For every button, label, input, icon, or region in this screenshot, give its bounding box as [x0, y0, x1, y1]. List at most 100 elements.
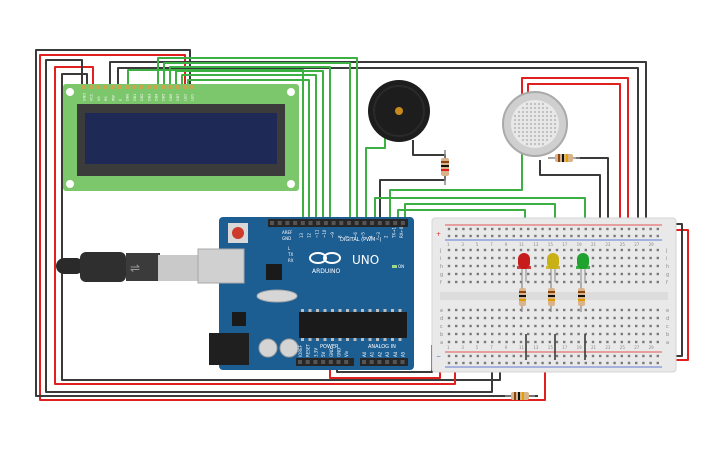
- breadboard-hole[interactable]: [656, 248, 659, 252]
- breadboard-hole[interactable]: [642, 361, 645, 365]
- breadboard-hole[interactable]: [512, 234, 515, 238]
- breadboard-hole[interactable]: [599, 354, 602, 358]
- breadboard-hole[interactable]: [649, 280, 652, 284]
- breadboard-hole[interactable]: [505, 234, 508, 238]
- breadboard-hole[interactable]: [555, 227, 559, 231]
- breadboard-hole[interactable]: [498, 280, 501, 284]
- breadboard-hole[interactable]: [620, 256, 623, 260]
- breadboard-hole[interactable]: [627, 227, 631, 231]
- lcd-pin[interactable]: [168, 85, 173, 89]
- breadboard-hole[interactable]: [491, 308, 494, 312]
- breadboard-hole[interactable]: [584, 227, 587, 231]
- breadboard-hole[interactable]: [577, 234, 580, 238]
- gas-sensor[interactable]: [502, 91, 568, 157]
- breadboard-hole[interactable]: [527, 308, 530, 312]
- breadboard-hole[interactable]: [476, 256, 479, 260]
- breadboard-hole[interactable]: [584, 308, 587, 312]
- breadboard-hole[interactable]: [455, 316, 458, 320]
- breadboard-hole[interactable]: [491, 256, 494, 260]
- breadboard-hole[interactable]: [591, 280, 595, 284]
- breadboard-hole[interactable]: [483, 234, 487, 238]
- breadboard-hole[interactable]: [491, 340, 494, 344]
- breadboard-hole[interactable]: [656, 280, 659, 284]
- breadboard-hole[interactable]: [505, 316, 508, 320]
- breadboard-hole[interactable]: [519, 354, 523, 358]
- breadboard-hole[interactable]: [462, 227, 465, 231]
- breadboard-hole[interactable]: [649, 316, 652, 320]
- header-hole[interactable]: [328, 360, 333, 364]
- breadboard-hole[interactable]: [527, 272, 530, 276]
- breadboard-hole[interactable]: [455, 272, 458, 276]
- header-hole[interactable]: [339, 221, 344, 225]
- breadboard-hole[interactable]: [577, 332, 580, 336]
- breadboard-hole[interactable]: [519, 340, 523, 344]
- header-hole[interactable]: [277, 221, 282, 225]
- breadboard-hole[interactable]: [656, 256, 659, 260]
- breadboard-hole[interactable]: [534, 354, 537, 358]
- breadboard-hole[interactable]: [512, 354, 515, 358]
- breadboard-hole[interactable]: [649, 234, 652, 238]
- breadboard-hole[interactable]: [649, 308, 652, 312]
- breadboard-hole[interactable]: [476, 316, 479, 320]
- breadboard-hole[interactable]: [570, 256, 573, 260]
- breadboard-hole[interactable]: [613, 248, 616, 252]
- breadboard-hole[interactable]: [591, 264, 595, 268]
- breadboard-hole[interactable]: [591, 316, 595, 320]
- breadboard-hole[interactable]: [656, 354, 659, 358]
- piezo-buzzer[interactable]: [368, 80, 430, 142]
- breadboard-hole[interactable]: [469, 324, 472, 328]
- breadboard-hole[interactable]: [512, 248, 515, 252]
- breadboard-hole[interactable]: [613, 264, 616, 268]
- breadboard-hole[interactable]: [555, 280, 559, 284]
- breadboard-hole[interactable]: [505, 332, 508, 336]
- breadboard-hole[interactable]: [469, 272, 472, 276]
- resistor-bottom[interactable]: [505, 392, 535, 400]
- breadboard-hole[interactable]: [627, 264, 631, 268]
- breadboard-hole[interactable]: [519, 324, 523, 328]
- breadboard-hole[interactable]: [627, 361, 631, 365]
- breadboard-hole[interactable]: [527, 248, 530, 252]
- breadboard-hole[interactable]: [649, 227, 652, 231]
- breadboard-hole[interactable]: [627, 308, 631, 312]
- breadboard-hole[interactable]: [491, 272, 494, 276]
- breadboard-hole[interactable]: [512, 340, 515, 344]
- breadboard-hole[interactable]: [527, 332, 530, 336]
- breadboard-hole[interactable]: [606, 248, 609, 252]
- breadboard-hole[interactable]: [613, 324, 616, 328]
- breadboard-hole[interactable]: [462, 316, 465, 320]
- breadboard-hole[interactable]: [599, 280, 602, 284]
- breadboard-hole[interactable]: [642, 280, 645, 284]
- lcd-pin[interactable]: [110, 85, 115, 89]
- breadboard-hole[interactable]: [599, 361, 602, 365]
- header-hole[interactable]: [344, 360, 349, 364]
- breadboard-hole[interactable]: [606, 361, 609, 365]
- breadboard-hole[interactable]: [512, 308, 515, 312]
- header-hole[interactable]: [362, 221, 367, 225]
- led-resistor[interactable]: [578, 282, 585, 312]
- lcd-pin[interactable]: [175, 85, 180, 89]
- breadboard-hole[interactable]: [627, 248, 631, 252]
- breadboard-hole[interactable]: [469, 280, 472, 284]
- breadboard-hole[interactable]: [447, 264, 451, 268]
- breadboard-hole[interactable]: [447, 332, 451, 336]
- breadboard-hole[interactable]: [483, 227, 487, 231]
- breadboard-hole[interactable]: [642, 264, 645, 268]
- breadboard-hole[interactable]: [548, 227, 551, 231]
- header-hole[interactable]: [313, 360, 318, 364]
- breadboard-hole[interactable]: [635, 324, 638, 328]
- breadboard-hole[interactable]: [627, 256, 631, 260]
- breadboard-hole[interactable]: [591, 227, 595, 231]
- lcd-pin[interactable]: [118, 85, 122, 89]
- breadboard-hole[interactable]: [455, 324, 458, 328]
- breadboard-hole[interactable]: [599, 227, 602, 231]
- breadboard-hole[interactable]: [642, 248, 645, 252]
- breadboard-hole[interactable]: [534, 332, 537, 336]
- breadboard-hole[interactable]: [570, 227, 573, 231]
- breadboard-hole[interactable]: [483, 264, 487, 268]
- breadboard-hole[interactable]: [599, 256, 602, 260]
- breadboard-hole[interactable]: [491, 316, 494, 320]
- breadboard-hole[interactable]: [563, 234, 566, 238]
- breadboard-hole[interactable]: [541, 361, 544, 365]
- breadboard-hole[interactable]: [491, 332, 494, 336]
- breadboard-hole[interactable]: [563, 308, 566, 312]
